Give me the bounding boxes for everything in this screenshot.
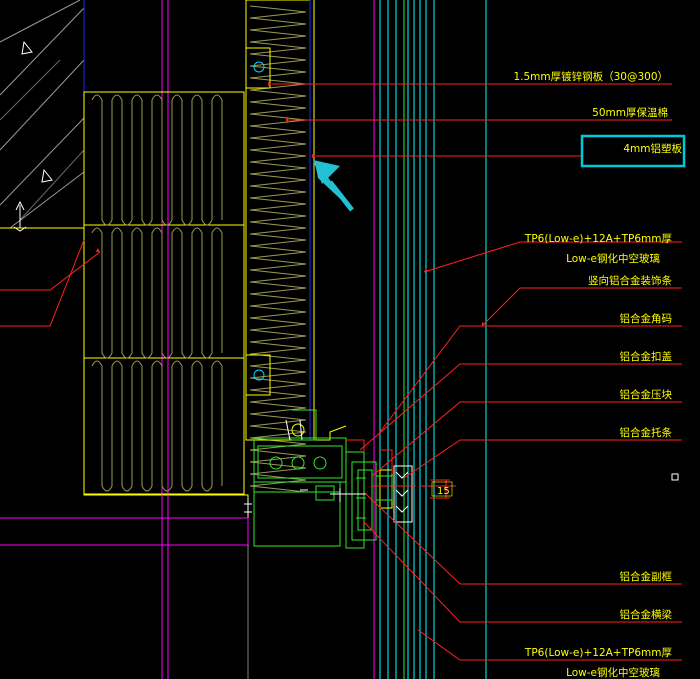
label-galvanized-steel: 1.5mm厚镀锌钢板（30@300） (513, 70, 668, 83)
dimension-text: 15 (437, 486, 450, 497)
highlight-box (580, 134, 686, 168)
leader-lines (0, 82, 682, 661)
label-glass-spec-bottom: TP6(Low-e)+12A+TP6mm厚 (524, 647, 673, 659)
transom-frame-assembly (244, 409, 456, 549)
annotation-labels: 1.5mm厚镀锌钢板（30@300） 50mm厚保温棉 4mm铝塑板 TP6(L… (513, 70, 682, 679)
pointer-arrow (313, 160, 354, 212)
label-sub-frame: 铝合金副框 (620, 570, 673, 583)
label-cover-cap: 铝合金扣盖 (620, 350, 673, 363)
label-glass-type-top: Low-e钢化中空玻璃 (566, 252, 660, 265)
insulation-block (83, 91, 245, 495)
label-transom: 铝合金横梁 (620, 608, 673, 621)
label-pressure-plate: 铝合金压块 (620, 388, 673, 401)
label-glass-type-bottom: Low-e钢化中空玻璃 (566, 666, 660, 679)
grip-marker (671, 473, 679, 481)
label-glass-spec-top: TP6(Low-e)+12A+TP6mm厚 (524, 233, 673, 245)
label-support-strip: 铝合金托条 (620, 426, 673, 439)
concrete-wall-hatch (0, 0, 249, 546)
label-aluminum-composite-panel: 4mm铝塑板 (623, 142, 682, 155)
label-corner-bracket: 铝合金角码 (620, 312, 673, 325)
dimension-15: 15 (430, 479, 453, 499)
label-insulation: 50mm厚保温棉 (592, 106, 668, 119)
label-vertical-trim: 竖向铝合金装饰条 (588, 274, 672, 287)
glass-lines (379, 0, 435, 679)
